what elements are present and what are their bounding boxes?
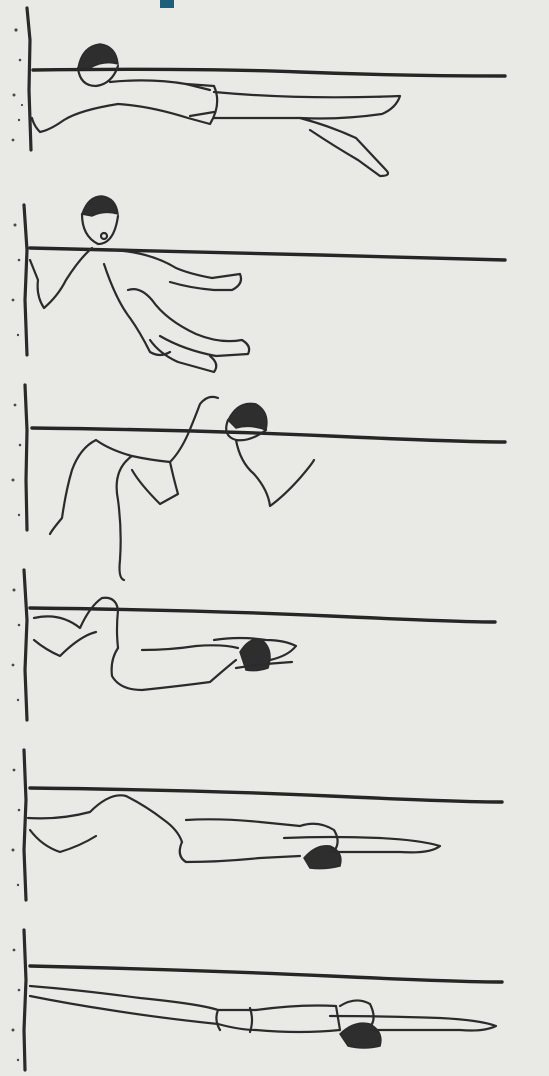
- water-surface: [30, 248, 505, 260]
- pool-wall: [25, 385, 27, 530]
- swimmer-6: [30, 986, 496, 1048]
- pool-wall: [27, 8, 31, 150]
- wall-texture: [12, 404, 22, 517]
- pool-wall: [24, 750, 26, 900]
- wall-texture: [12, 224, 21, 337]
- top-edge-mark: [160, 0, 174, 8]
- water-surface: [33, 69, 505, 76]
- wall-texture: [12, 589, 21, 702]
- water-surface: [32, 428, 505, 442]
- swimmer-2: [30, 196, 249, 372]
- swimmer-1: [32, 44, 400, 176]
- panel-1: [12, 8, 505, 176]
- panel-5: [12, 750, 503, 900]
- pool-wall: [24, 205, 27, 355]
- swimmer-5: [28, 795, 440, 868]
- wall-texture: [12, 28, 24, 141]
- swimmer-3: [50, 397, 314, 580]
- water-surface: [30, 788, 502, 802]
- panel-2: [12, 196, 505, 372]
- wall-texture: [12, 949, 21, 1062]
- pool-wall: [24, 930, 26, 1070]
- panel-3: [12, 385, 506, 580]
- pool-wall: [24, 570, 27, 720]
- panel-4: [12, 570, 495, 720]
- wall-texture: [12, 769, 21, 887]
- water-surface: [30, 608, 495, 622]
- water-surface: [30, 966, 502, 982]
- panel-6: [12, 930, 503, 1070]
